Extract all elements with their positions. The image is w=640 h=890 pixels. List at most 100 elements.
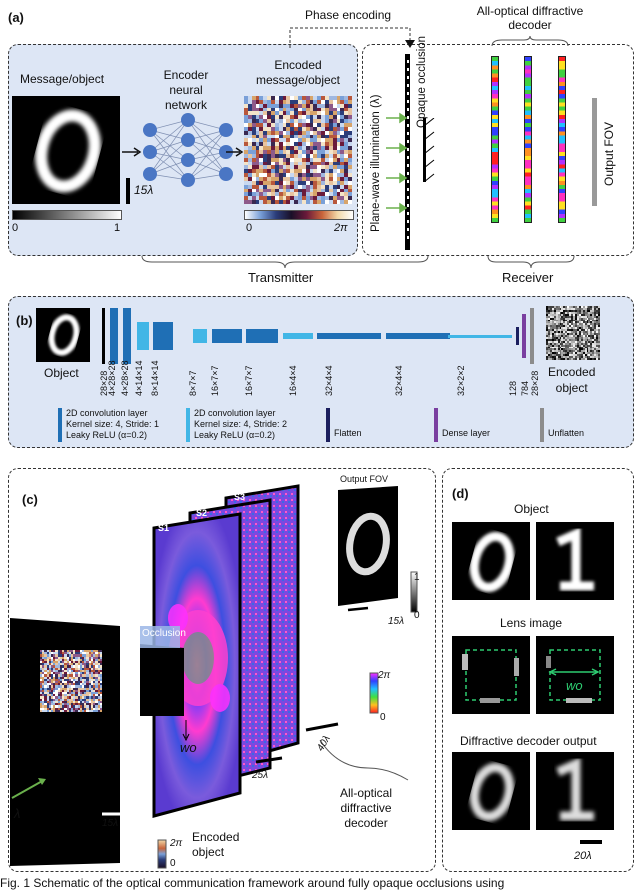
conv-layer-11 [448,335,512,338]
enc-cbar-max-c: 2π [170,838,183,849]
layer-label: 32×4×4 [324,365,334,396]
encoded-object-c-2: object [192,845,225,859]
legend-flatten: Flatten [334,428,362,438]
nn-label-2: neural [169,83,203,97]
cbar-left-max: 1 [114,222,121,234]
scale-25-c: 25λ [252,770,269,781]
layer-label: 32×2×2 [456,365,466,396]
output-fov-label: Output FOV [602,121,616,186]
layer-label: 16×4×4 [288,365,298,396]
s2-label: S2 [196,508,208,518]
encoded-object-b-2: object [555,381,588,395]
scale-bar-d [580,840,602,844]
layer-label: 32×4×4 [394,365,404,396]
receiver-label: Receiver [502,270,554,285]
output-fov-digit [346,512,390,576]
s3-label: S3 [234,492,246,502]
object-image-b [36,308,90,362]
legend-conv2-line3: Leaky ReLU (α=0.2) [194,430,275,440]
conv-layer-9 [317,333,381,339]
s1-label: S1 [158,523,170,533]
enc-cbar-min-c: 0 [170,858,176,869]
illumination-arrows [386,112,408,214]
phase-encoding-label: Phase encoding [305,8,392,22]
lens-image-1 [536,636,614,714]
conv-layer-4 [153,322,173,350]
occlusion-tag [140,626,180,648]
layer-label: 784 [520,380,530,396]
scale-15-a: 15λ [134,183,154,197]
unflatten-layer [530,308,534,364]
legend-conv2-line2: Kernel size: 4, Stride: 2 [194,419,288,429]
encoded-message-image [244,96,352,204]
panel-b-label: (b) [16,313,33,328]
transmitter-label: Transmitter [248,270,314,285]
phase-colorbar-c [369,672,379,714]
encoding-plane-pattern [407,60,409,240]
legend-conv1-line2: Kernel size: 4, Stride: 1 [66,419,160,429]
neural-network-icon [143,113,233,187]
decoder-label-c-3: decoder [344,816,388,830]
panel-d-label: (d) [452,486,469,501]
layer-label: 4×14×14 [134,360,144,396]
arrow-to-encoded [226,147,244,157]
figure-caption: Fig. 1 Schematic of the optical communic… [0,876,505,890]
layer-label: 8×7×7 [188,370,198,396]
cbar-left-min: 0 [12,222,19,234]
panel-d-box [442,468,634,872]
wo-label-c: wo [180,740,197,755]
phase-cbar-max-c: 2π [378,670,391,681]
legend-conv2: 2D convolution layer Kernel size: 4, Str… [194,408,287,441]
wo-label-d: wo [566,678,583,693]
object-label-b: Object [44,366,79,380]
occlusion-label: Occlusion [142,628,186,639]
object-label-d: Object [514,502,549,516]
occlusion-block [140,644,184,716]
encoded-object-label-b: Encoded object [548,364,595,396]
lens-image-0 [452,636,530,714]
encoded-message-label: Encoded message/object [238,58,358,88]
dense-layer [522,314,526,358]
encoded-object-c-1: Encoded [192,830,240,844]
layer-label: 8×14×14 [150,360,160,396]
conv-layer-8 [283,333,313,339]
nn-label-1: Encoder [163,68,209,82]
opaque-occlusion-label: Opaque occlusion [416,35,428,128]
decoder-label-c-1: All-optical [340,786,393,800]
message-object-image [12,96,120,204]
scale-label-d: 20λ [574,850,592,862]
legend-dense: Dense layer [442,428,491,438]
layer-label: 128 [508,380,518,396]
encoded-object-label-c: Encoded object [192,830,239,860]
scale-bar-40 [305,722,339,732]
decoder-label-c: All-optical diffractive decoder [340,786,392,831]
decoder-label-c-2: diffractive [340,801,392,815]
object-0-image [452,522,530,600]
conv-layer-10 [386,333,450,339]
conv-layer-7 [246,329,278,343]
scale-15-c: 15λ [102,818,119,829]
lambda-label-c: λ [14,806,21,821]
layer-label: 16×7×7 [244,365,254,396]
fov-colorbar [410,571,418,613]
encoded-object-b-1: Encoded [548,365,596,379]
scale-bar-25 [255,756,283,764]
fov-cbar-min: 0 [414,610,420,621]
layer-label: 16×7×7 [210,365,220,396]
scale-bar-a [126,178,130,204]
flatten-layer [516,327,519,345]
fov-scale-bar [347,606,369,612]
legend-conv1: 2D convolution layer Kernel size: 4, Str… [66,408,159,441]
conv-layer-6 [212,329,242,343]
legend-unflatten: Unflatten [548,428,585,438]
occlusion-hatch [424,118,435,182]
encoded-label-1: Encoded [274,58,322,72]
illumination-label: Plane-wave illumination (λ) [370,94,382,232]
phase-encoding-arrow [289,27,415,48]
fov-scale-label: 15λ [388,616,405,627]
receiver-brace [487,255,575,269]
transmitter-brace [141,255,429,269]
layer-label: 4×28×28 [107,360,117,396]
decoder-brace [491,36,569,47]
conv-layer-1 [110,308,118,364]
